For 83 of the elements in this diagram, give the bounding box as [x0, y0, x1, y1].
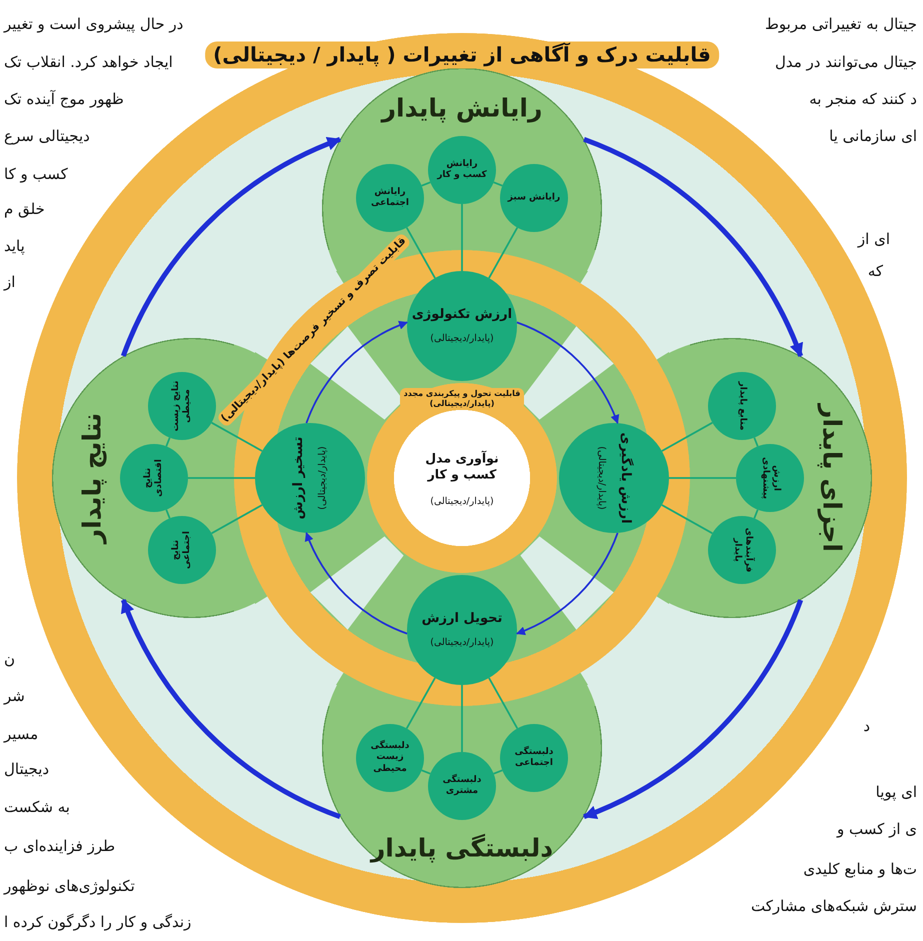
paragraph-text: به شکست	[4, 798, 70, 817]
connector-line	[493, 181, 503, 187]
paragraph-text: ی از کسب و	[837, 820, 917, 839]
circle-subtitle: (پایدار/دیجیتالی)	[595, 446, 607, 510]
arrow	[305, 532, 408, 634]
connector-line	[753, 509, 759, 519]
connector-line	[669, 477, 736, 479]
connector-line	[406, 227, 436, 279]
connector-line	[211, 422, 263, 452]
paragraph-text: تکنولوژی‌های نوظهور	[4, 877, 135, 896]
connector-line	[461, 685, 463, 752]
petal-title: دلبستگی پایدار	[370, 832, 554, 864]
circle-label: فرآیندهای پایدار	[731, 526, 754, 574]
arrow	[516, 322, 619, 424]
connector-line	[661, 504, 713, 534]
circle-label: نتایج اجتماعی	[170, 530, 193, 571]
connector-line	[188, 477, 255, 479]
paragraph-text: شر	[4, 687, 25, 706]
connector-line	[488, 227, 518, 279]
paragraph-text: ت‌ها و منابع کلیدی	[803, 860, 917, 879]
ring-title: قابلیت درک و آگاهی از تغییرات ( پایدار / دیجیتالی)	[205, 42, 719, 68]
connector-line	[753, 437, 759, 447]
paragraph-text: دیجیتالی سرع	[4, 127, 90, 146]
connector-line	[661, 422, 713, 452]
paragraph-text: از	[4, 273, 16, 292]
arrow	[516, 532, 618, 635]
paragraph-text: ایجاد خواهد کرد. انقلاب تک	[4, 53, 173, 72]
circle-label: رایانش سبز	[506, 192, 562, 204]
paragraph-text: طرز فزاینده‌ای ب	[4, 837, 116, 856]
connector-line	[211, 504, 263, 534]
arrow	[582, 599, 803, 819]
connector-line	[493, 769, 503, 775]
paragraph-text: ای از	[858, 230, 890, 249]
circle-subtitle: (پایدار/دیجیتالی)	[430, 637, 494, 649]
paragraph-text: سترش شبکه‌های مشارکت	[751, 897, 917, 916]
connector-line	[421, 769, 431, 775]
circle-label: منابع پایدار	[736, 380, 748, 432]
connector-line	[165, 509, 171, 519]
paragraph-text: خلق م	[4, 200, 45, 219]
ring-title: قابلیت تحول و پیکربندی مجدد (پایدار/دیجیتالی)	[400, 388, 524, 410]
circle-title: تحویل ارزش	[422, 610, 502, 628]
petal-title: رایانش پایدار	[382, 92, 542, 124]
center-subtitle: (پایدار/دیجیتالی)	[430, 496, 494, 508]
paragraph-text: که	[868, 262, 883, 281]
circle-title: ارزش تکنولوژی	[412, 306, 512, 324]
paragraph-text: ن	[4, 650, 16, 669]
circle-label: دلبستگی زیست محیطی	[370, 741, 410, 775]
petal-title: نتایج پایدار	[76, 412, 108, 544]
paragraph-text: زندگی و کار را دگرگون کرده ا	[4, 913, 192, 932]
circle-label: رایانش کسب و کار	[436, 158, 488, 182]
paragraph-text: د	[863, 717, 870, 736]
arrow	[583, 137, 803, 358]
circle-label: ارزش پیشنهادی	[759, 456, 782, 502]
paragraph-text: د کنند که منجر به	[809, 90, 917, 109]
paragraph-text: ای پویا	[876, 783, 917, 802]
paragraph-text: دیجیتال	[4, 760, 50, 779]
paragraph-text: پاید	[4, 237, 25, 256]
connector-line	[165, 437, 171, 447]
circle-label: نتایج زیست محیطی	[170, 380, 193, 434]
paragraph-text: ظهور موج آینده تک	[4, 90, 124, 109]
paragraph-text: کسب و کا	[4, 165, 68, 184]
circle-label: دلبستگی اجتماعی	[514, 746, 554, 770]
connector-line	[488, 677, 518, 729]
petal-title: اجزای پایدار	[816, 404, 848, 552]
connector-line	[406, 677, 436, 729]
paragraph-text: ای سازمانی یا	[829, 127, 917, 146]
circle-subtitle: (پایدار/دیجیتالی)	[430, 333, 494, 345]
paragraph-text: جیتال می‌توانند در مدل	[774, 53, 917, 72]
circle-subtitle: (پایدار/دیجیتالی)	[317, 446, 329, 510]
circle-label: نتایج اقتصادی	[142, 458, 165, 499]
connector-line	[461, 204, 463, 271]
circle-label: دلبستگی مشتری	[442, 774, 482, 798]
arrow	[121, 137, 342, 357]
center-title: نوآوری مدل کسب و کار	[424, 450, 500, 482]
paragraph-text: در حال پیشروی است و تغییر	[4, 15, 184, 34]
paragraph-text: مسیر	[4, 725, 38, 744]
circle-title: ارزش یادگیری	[617, 432, 634, 524]
arrow	[306, 321, 408, 424]
circle-label: رایانش اجتماعی	[370, 186, 410, 210]
arrow	[121, 598, 341, 819]
paragraph-text: جیتال به تغییراتی مربوط	[764, 15, 917, 34]
connector-line	[421, 181, 431, 187]
circle-title: تسخیر ارزش	[290, 436, 307, 520]
